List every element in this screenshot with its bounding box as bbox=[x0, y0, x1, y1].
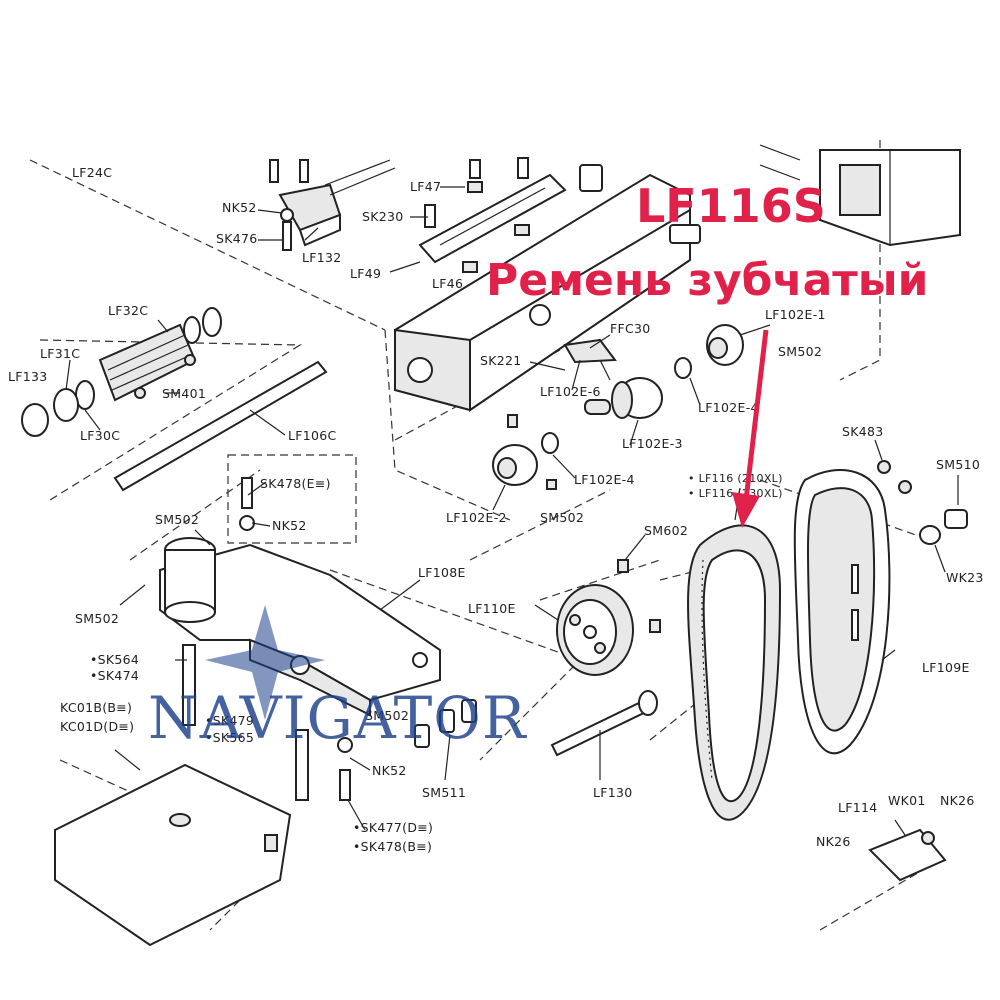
label-sk479: •SK479 bbox=[205, 713, 254, 728]
label-lf133: LF133 bbox=[8, 369, 48, 384]
navigator-watermark: NAVIGATOR bbox=[148, 605, 528, 752]
toothed-belt-lf116 bbox=[687, 524, 782, 821]
label-lf102e6: LF102E-6 bbox=[540, 384, 601, 399]
label-nk52-mid: NK52 bbox=[372, 763, 407, 778]
label-lf102e4-a: LF102E-4 bbox=[698, 400, 759, 415]
label-wk01: WK01 bbox=[888, 793, 926, 808]
label-nk52-top: NK52 bbox=[222, 200, 257, 215]
bearing-lf102e-3 bbox=[584, 377, 663, 419]
label-sk478-b: •SK478(B≡) bbox=[353, 839, 432, 854]
label-sk476: SK476 bbox=[216, 231, 258, 246]
shaft-lf130 bbox=[550, 690, 658, 757]
label-sk230: SK230 bbox=[362, 209, 404, 224]
label-lf102e4-b: LF102E-4 bbox=[574, 472, 635, 487]
label-lf31c: LF31C bbox=[40, 346, 80, 361]
label-lf116-210xl: • LF116 (210XL) bbox=[688, 472, 783, 485]
compass-star-icon bbox=[205, 605, 325, 720]
pins-and-screws bbox=[182, 644, 477, 801]
label-lf102e1: LF102E-1 bbox=[765, 307, 826, 322]
label-sm511: SM511 bbox=[422, 785, 466, 800]
highlight-description: Ремень зубчатый bbox=[486, 255, 928, 306]
pulley-lf102e-1 bbox=[674, 324, 744, 379]
label-sk474: •SK474 bbox=[90, 668, 139, 683]
spring-assembly bbox=[21, 307, 222, 437]
belt-cover-lf109e bbox=[793, 460, 968, 755]
label-kc01b: KC01B(B≡) bbox=[60, 700, 132, 715]
label-lf30c: LF30C bbox=[80, 428, 120, 443]
bracket-lf132 bbox=[269, 159, 396, 251]
label-lf108e: LF108E bbox=[418, 565, 466, 580]
label-lf110e: LF110E bbox=[468, 601, 516, 616]
label-wk23: WK23 bbox=[946, 570, 984, 585]
label-lf132: LF132 bbox=[302, 250, 342, 265]
label-sm502-e: SM502 bbox=[365, 708, 409, 723]
bottom-right-bracket bbox=[868, 828, 947, 882]
label-lf102e2: LF102E-2 bbox=[446, 510, 507, 525]
label-nk26-b: NK26 bbox=[816, 834, 851, 849]
label-ffc30: FFC30 bbox=[610, 321, 651, 336]
label-nk52-box: NK52 bbox=[272, 518, 307, 533]
label-sm502-a: SM502 bbox=[778, 344, 822, 359]
label-lf102e3: LF102E-3 bbox=[622, 436, 683, 451]
ffc30-clip bbox=[563, 338, 617, 391]
highlight-part-number: LF116S bbox=[636, 179, 826, 233]
label-lf130: LF130 bbox=[593, 785, 633, 800]
label-sk477: •SK477(D≡) bbox=[353, 820, 433, 835]
label-sm502-b: SM502 bbox=[540, 510, 584, 525]
label-sk565: •SK565 bbox=[205, 730, 254, 745]
label-lf46: LF46 bbox=[432, 276, 463, 291]
label-lf106c: LF106C bbox=[288, 428, 337, 443]
label-sk221: SK221 bbox=[480, 353, 522, 368]
pulley-lf102e-2 bbox=[492, 414, 559, 490]
label-sk564: •SK564 bbox=[90, 652, 139, 667]
machine-base bbox=[54, 763, 292, 947]
gear-lf110e bbox=[556, 559, 661, 676]
highlight-arrow-line bbox=[743, 329, 769, 501]
label-lf109e: LF109E bbox=[922, 660, 970, 675]
label-sk478-box: SK478(E≡) bbox=[260, 476, 331, 491]
label-sm502-c: SM502 bbox=[155, 512, 199, 527]
label-sk483: SK483 bbox=[842, 424, 884, 439]
label-kc01d: KC01D(D≡) bbox=[60, 719, 134, 734]
label-sm602: SM602 bbox=[644, 523, 688, 538]
label-nk26-a: NK26 bbox=[940, 793, 975, 808]
highlight-annotation: LF116S Ремень зубчатый bbox=[486, 179, 928, 528]
label-sm502-d: SM502 bbox=[75, 611, 119, 626]
label-sm401: SM401 bbox=[162, 386, 206, 401]
label-lf47: LF47 bbox=[410, 179, 441, 194]
part-labels: LF24C NK52 SK476 LF132 LF47 SK230 LF49 L… bbox=[8, 165, 984, 854]
label-lf114: LF114 bbox=[838, 800, 878, 815]
main-casting-block bbox=[394, 164, 701, 412]
label-lf24c: LF24C bbox=[72, 165, 112, 180]
watermark-text: NAVIGATOR bbox=[148, 684, 528, 752]
label-sm510: SM510 bbox=[936, 457, 980, 472]
label-lf49: LF49 bbox=[350, 266, 381, 281]
housing-top-right bbox=[759, 144, 961, 247]
label-lf32c: LF32C bbox=[108, 303, 148, 318]
slotted-plate-lf49 bbox=[418, 157, 567, 273]
arrow-down-icon bbox=[732, 492, 760, 528]
shaft-lf106c bbox=[113, 360, 328, 492]
